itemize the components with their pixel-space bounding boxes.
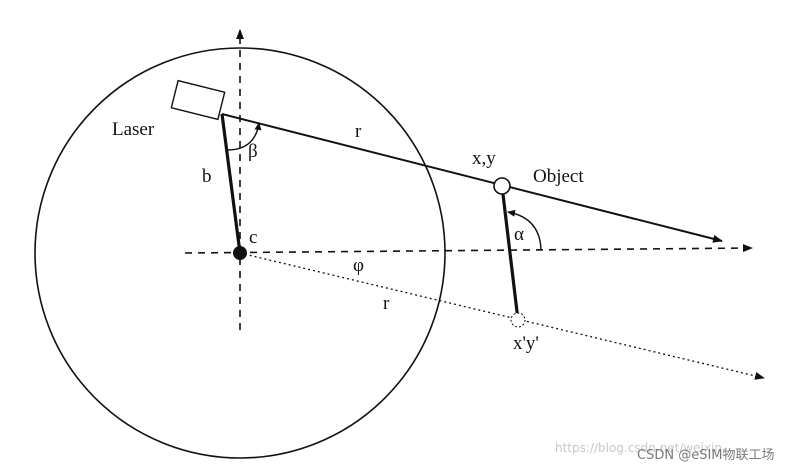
label-alpha: α — [514, 224, 524, 245]
label-beta: β — [248, 141, 258, 162]
watermark-brand: CSDN @eSIM物联工场 — [637, 448, 775, 463]
label-xy: x,y — [472, 148, 496, 169]
projection-line — [500, 185, 520, 321]
watermark-url: https://blog.csdn.net/weixin_ — [555, 441, 729, 455]
center-point — [233, 246, 247, 260]
label-r-top: r — [355, 121, 362, 142]
label-c: c — [249, 227, 257, 248]
horizontal-axis — [184, 244, 753, 254]
label-b: b — [202, 166, 212, 187]
rotation-circle — [34, 47, 446, 459]
alpha-angle-arc — [507, 209, 542, 251]
object-point — [493, 177, 511, 195]
beta-angle-arc — [226, 122, 262, 151]
label-r-bottom: r — [383, 293, 390, 314]
laser-device — [170, 79, 226, 121]
offset-b-line — [220, 113, 242, 254]
label-laser: Laser — [112, 119, 155, 140]
laser-beam — [221, 113, 723, 243]
label-phi: φ — [353, 255, 364, 276]
rotated-direction-line — [239, 252, 765, 380]
label-object: Object — [533, 166, 584, 187]
projected-point — [510, 312, 526, 328]
label-xy-prime: x'y' — [513, 333, 539, 354]
